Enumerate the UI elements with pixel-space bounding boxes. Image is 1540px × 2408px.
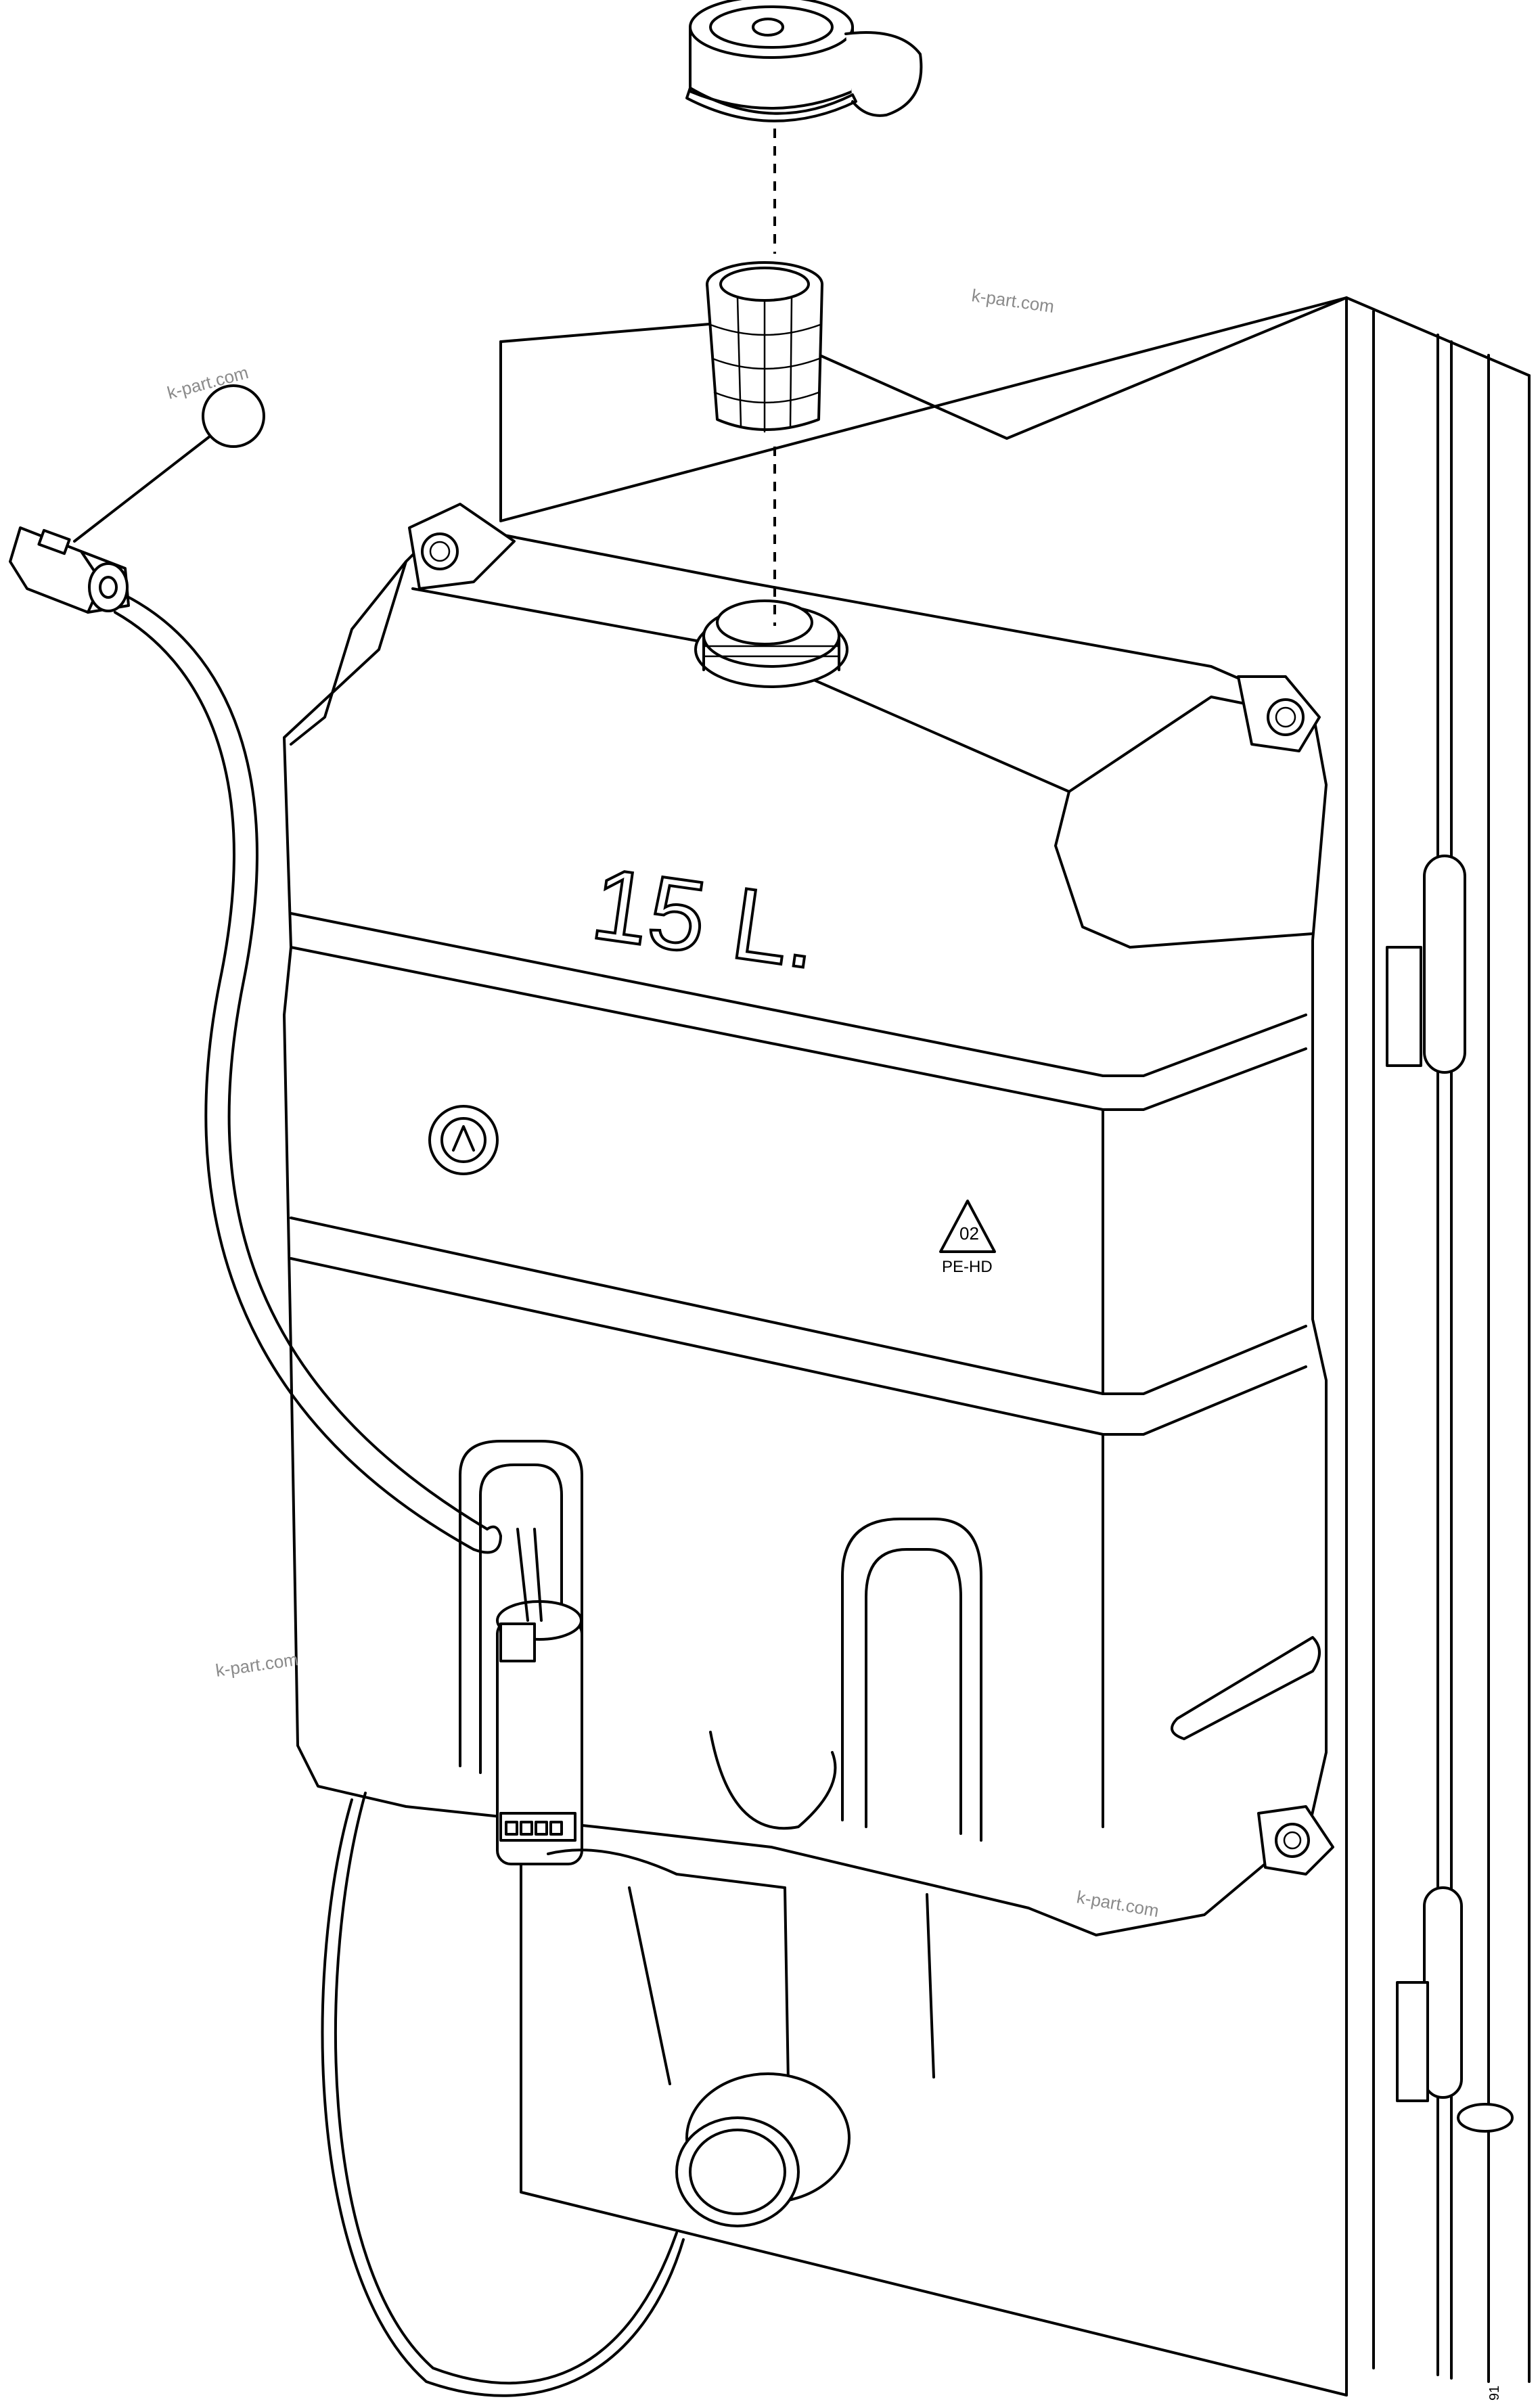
washer-hose: [321, 1792, 786, 2397]
filler-cap: [685, 0, 923, 122]
watermark: k-part.com: [970, 285, 1056, 317]
material-label: PE-HD: [942, 1258, 993, 1276]
recycle-code: 02: [959, 1223, 979, 1244]
mounting-bracket-plate: [499, 296, 1531, 2396]
recycling-symbol-icon: 02 PE-HD: [939, 1200, 996, 1276]
washer-fluid-tank: 15 L. 02 PE-HD: [283, 503, 1334, 1936]
washer-pump: [496, 1528, 583, 1865]
pump-wiring-harness: [114, 594, 502, 1554]
callout-bubble: [73, 384, 265, 543]
figure-number: 91: [1487, 2386, 1502, 2401]
tank-outlet: [628, 1886, 935, 2227]
electrical-connector: [9, 526, 130, 614]
filler-strainer: [706, 261, 823, 433]
date-stamp-icon: [428, 1105, 499, 1175]
watermark: k-part.com: [214, 1649, 300, 1681]
